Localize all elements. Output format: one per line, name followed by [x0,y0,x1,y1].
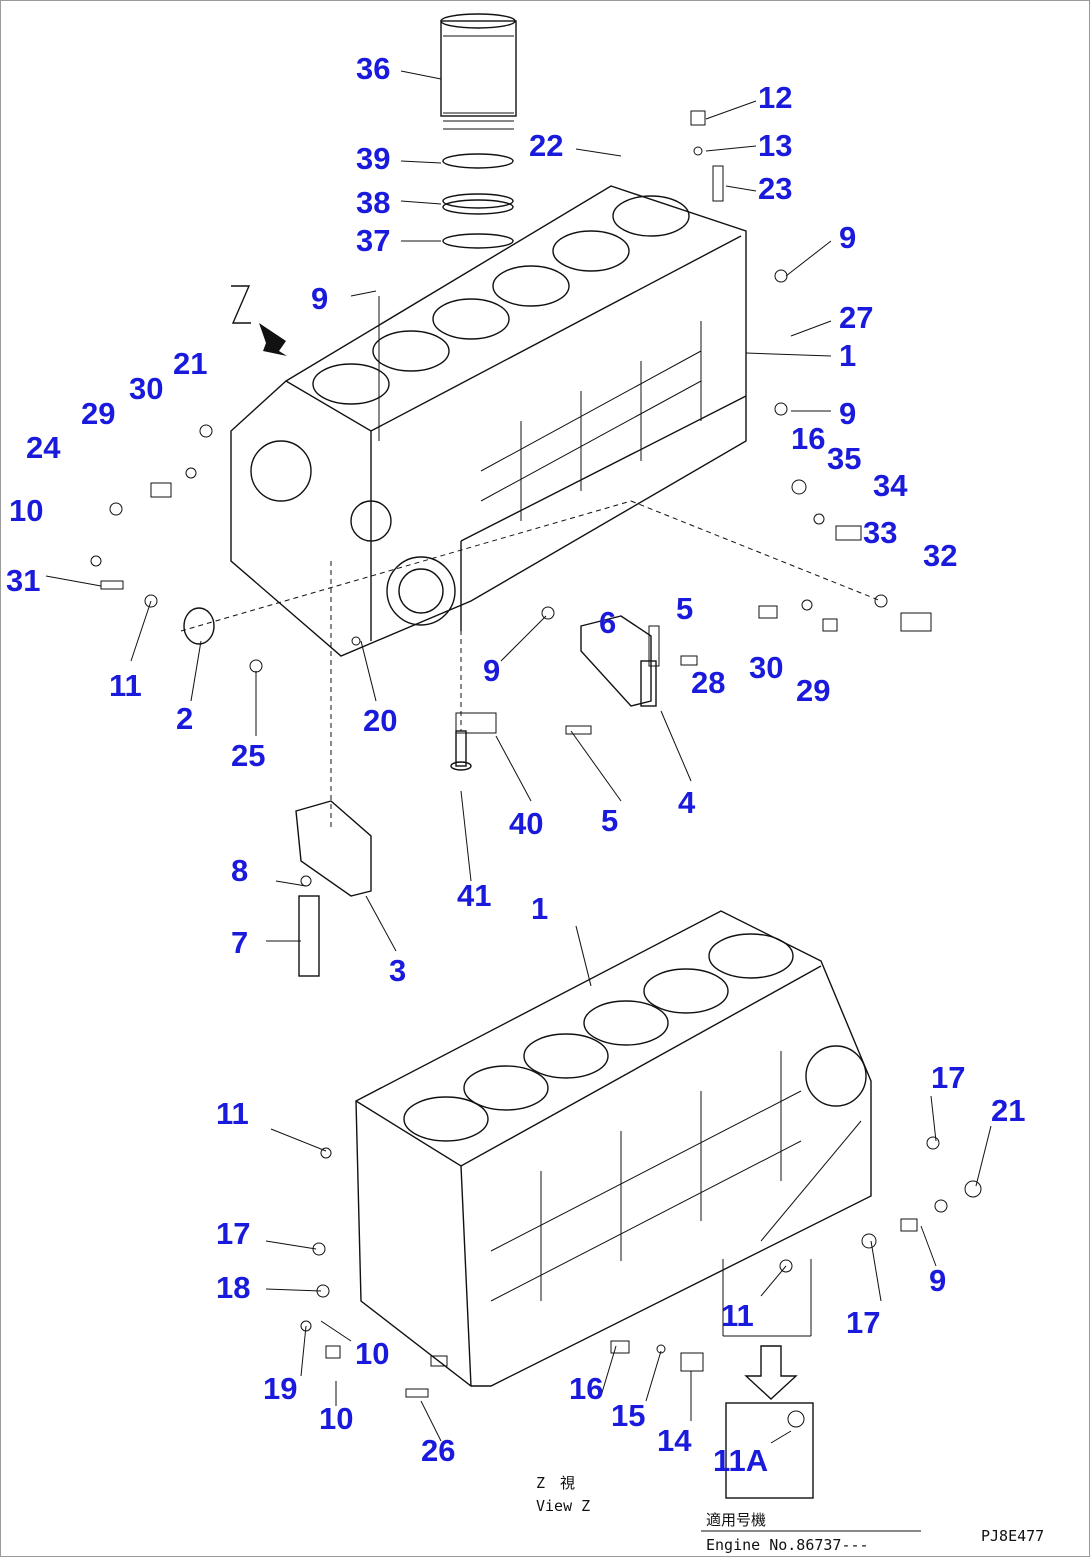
callout-39: 39 [356,141,390,176]
callout-19: 19 [263,1371,297,1406]
callout-23: 23 [758,171,792,206]
callout-11a: 11A [713,1443,768,1478]
callout-25: 25 [231,738,265,773]
hardware-lower [300,1136,982,1398]
callout-9: 9 [839,220,856,255]
callout-35: 35 [827,441,861,476]
callout-31: 31 [6,563,40,598]
callout-22: 22 [529,128,563,163]
leader-lines-upper [45,70,882,952]
cylinder-block-lower [355,910,872,1387]
callout-10: 10 [9,493,43,528]
callout-16: 16 [569,1371,603,1406]
callout-8: 8 [231,853,248,888]
main-bearing-cap-small [580,615,657,707]
view-label-en: View Z [536,1497,590,1515]
leader-lines-lower [265,925,992,1442]
callout-numbers: 3639383722121323927191635343332921302924… [6,51,1025,1478]
callout-1: 1 [839,338,856,373]
cylinder-liner [440,13,517,249]
callout-10: 10 [355,1336,389,1371]
callout-10: 10 [319,1401,353,1436]
callout-11: 11 [109,668,142,703]
view-z-arrow [231,285,287,356]
callout-38: 38 [356,185,390,220]
main-bearing-cap-large [295,800,372,977]
callout-36: 36 [356,51,390,86]
callout-21: 21 [173,346,207,381]
callout-41: 41 [457,878,491,913]
callout-6: 6 [599,605,616,640]
drawing-code: PJ8E477 [981,1527,1044,1545]
callout-11: 11 [721,1298,754,1333]
callout-29: 29 [81,396,115,431]
callout-15: 15 [611,1398,645,1433]
callout-37: 37 [356,223,390,258]
callout-33: 33 [863,515,897,550]
callout-30: 30 [749,650,783,685]
callout-29: 29 [796,673,830,708]
callout-32: 32 [923,538,957,573]
callout-9: 9 [839,396,856,431]
down-arrow [744,1345,798,1400]
callout-4: 4 [678,785,696,820]
cylinder-block-upper [230,185,747,657]
callout-9: 9 [483,653,500,688]
callout-17: 17 [216,1216,250,1251]
callout-11: 11 [216,1096,249,1131]
callout-18: 18 [216,1270,250,1305]
view-label-jp: Z 視 [536,1474,575,1492]
callout-20: 20 [363,703,397,738]
callout-5: 5 [601,803,618,838]
callout-24: 24 [26,430,61,465]
callout-9: 9 [929,1263,946,1298]
callout-3: 3 [389,953,406,988]
callout-5: 5 [676,591,693,626]
callout-26: 26 [421,1433,455,1468]
callout-2: 2 [176,701,193,736]
callout-17: 17 [846,1305,880,1340]
hardware-upper [90,110,932,887]
callout-17: 17 [931,1060,965,1095]
callout-28: 28 [691,665,725,700]
callout-16: 16 [791,421,825,456]
callout-1: 1 [531,891,548,926]
callout-30: 30 [129,371,163,406]
callout-12: 12 [758,80,792,115]
inset-11a-box [725,1402,814,1499]
callout-13: 13 [758,128,792,163]
bolt-41 [450,730,472,771]
callout-40: 40 [509,806,543,841]
callout-7: 7 [231,925,248,960]
callout-21: 21 [991,1093,1025,1128]
serial-label-jp: 適用号機 [706,1511,766,1529]
callout-27: 27 [839,300,873,335]
callout-9: 9 [311,281,328,316]
callout-14: 14 [657,1423,692,1458]
callout-34: 34 [873,468,908,503]
serial-label-en: Engine No.86737--- [706,1536,869,1554]
